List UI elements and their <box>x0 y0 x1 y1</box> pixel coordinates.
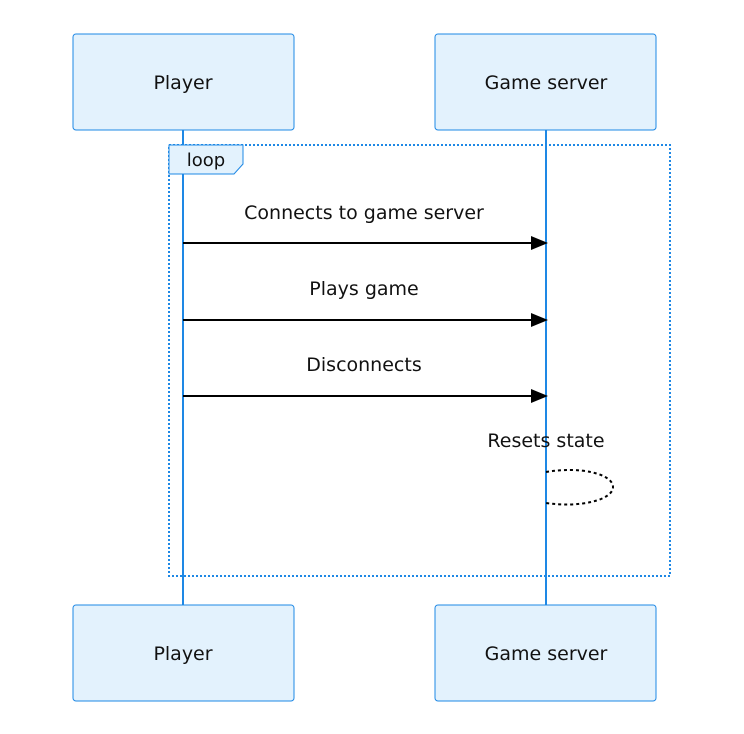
message-plays-game: Plays game <box>183 278 548 327</box>
message-connects: Connects to game server <box>183 202 548 250</box>
arrowhead-icon <box>531 236 548 250</box>
actor-box <box>434 604 657 702</box>
actor-player-top[interactable]: Player <box>72 33 295 131</box>
actor-game-server-top[interactable]: Game server <box>434 33 657 131</box>
loop-box <box>168 144 671 577</box>
loop-label: loop <box>187 150 225 171</box>
actor-label: Game server <box>485 72 608 94</box>
actor-player-bottom[interactable]: Player <box>72 604 295 702</box>
loop-frame: loop <box>168 144 671 577</box>
message-label: Connects to game server <box>244 202 484 224</box>
actor-label: Player <box>153 643 212 665</box>
actor-box <box>434 33 657 131</box>
message-resets-state: Resets state <box>487 430 615 506</box>
arrowhead-icon <box>531 313 548 327</box>
actor-box <box>72 33 295 131</box>
message-label: Resets state <box>487 430 604 452</box>
actor-label: Player <box>153 72 212 94</box>
message-label: Disconnects <box>306 354 421 376</box>
actor-label: Game server <box>485 643 608 665</box>
self-loop-arrow <box>545 469 615 506</box>
message-disconnects: Disconnects <box>183 354 548 403</box>
message-label: Plays game <box>309 278 418 300</box>
arrowhead-icon <box>531 389 548 403</box>
actor-game-server-bottom[interactable]: Game server <box>434 604 657 702</box>
loop-label-tab <box>168 144 244 175</box>
actor-box <box>72 604 295 702</box>
